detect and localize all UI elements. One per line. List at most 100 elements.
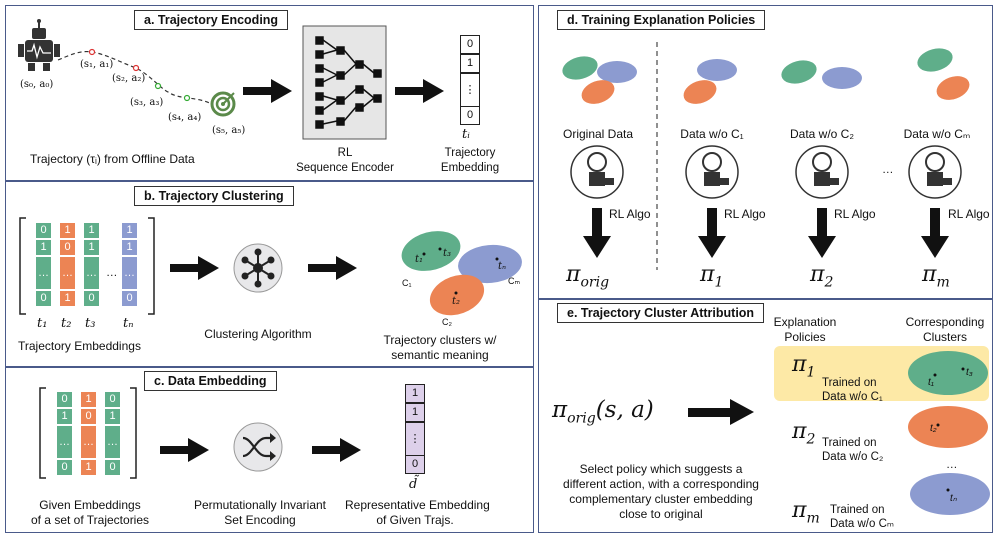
matrix-cell: 1 — [83, 239, 100, 256]
panel-d-title: d. Training Explanation Policies — [557, 10, 766, 30]
matrix-cell: 0 — [121, 290, 138, 307]
row-m-trained-1: Trained on — [830, 504, 885, 516]
matrix-cell: … — [59, 256, 76, 290]
caption-given-1: Given Embeddings — [39, 498, 141, 512]
matrix-cell: 0 — [80, 408, 97, 425]
down-arrow-3 — [808, 208, 836, 258]
rep-cell: 0 — [405, 455, 425, 474]
description-line-4: close to original — [619, 507, 703, 521]
matrix-cell: 1 — [121, 239, 138, 256]
matrix-cell: 1 — [35, 239, 52, 256]
header-policies-2: Policies — [784, 330, 826, 344]
encoder-label-1: RL — [337, 147, 353, 159]
matrix-cell: 0 — [83, 290, 100, 307]
header-clusters-2: Clusters — [922, 330, 967, 344]
rep-cell: 1 — [405, 384, 425, 403]
panel-training-explanation-policies — [538, 5, 993, 299]
col-label-wo-c2: Data w/o C₂ — [789, 127, 854, 141]
matrix-cell: 1 — [56, 408, 73, 425]
col-label-original: Original Data — [562, 127, 634, 141]
caption-embeddings: Trajectory Embeddings — [18, 339, 141, 353]
embed-cell: 1 — [460, 54, 480, 73]
rows-ellipsis: … — [946, 459, 958, 471]
state-label-5: (s₅, a₅) — [212, 125, 246, 136]
rl-robot-icon-4 — [908, 145, 962, 199]
target-icon — [210, 91, 236, 117]
matrix-cell: 0 — [35, 222, 52, 239]
panel-trajectory-encoding — [5, 5, 534, 181]
shuffle-icon — [233, 422, 283, 472]
caption-set-1: Permutationally Invariant — [193, 498, 327, 512]
caption-clusters-1: Trajectory clusters w/ — [383, 333, 497, 347]
matrix-cell: 1 — [104, 408, 121, 425]
matrix-cell: … — [104, 425, 121, 459]
robot-icon — [18, 19, 60, 71]
state-label-0: (s₀, a₀) — [20, 79, 54, 90]
row-2-trained-1: Trained on — [822, 437, 877, 449]
policy-m: πm — [922, 262, 950, 291]
panel-e-title: e. Trajectory Cluster Attribution — [557, 303, 765, 323]
point-label-t2: t₂ — [452, 296, 461, 307]
description-line-3: complementary cluster embedding — [569, 492, 753, 506]
panel-data-embedding — [5, 367, 534, 533]
cluster-e-label-c1: t₁ — [928, 377, 934, 388]
matrix-cell: 0 — [104, 391, 121, 408]
traj-label-t1: t₁ — [37, 316, 48, 331]
state-label-3: (s₃, a₃) — [130, 97, 164, 108]
cluster-label-c2: C₂ — [442, 317, 452, 327]
down-arrow-4 — [921, 208, 949, 258]
matrix-cell: 1 — [59, 290, 76, 307]
state-point-2 — [132, 64, 140, 72]
arrow-b2 — [308, 256, 357, 280]
traj-label-t3: t₃ — [85, 316, 96, 331]
row-policy-2: π2 — [792, 419, 816, 448]
row-policy-m: πm — [792, 498, 820, 527]
matrix-cell: 1 — [59, 222, 76, 239]
state-label-4: (s₄, a₄) — [168, 112, 202, 123]
rl-algo-label-3: RL Algo — [834, 207, 876, 221]
cluster-label-cm: Cₘ — [508, 276, 521, 286]
matrix-cell: … — [35, 256, 52, 290]
row-1-trained-2: Data w/o C₁ — [822, 391, 883, 403]
rep-symbol: d̃ — [409, 477, 418, 492]
panel-b-title: b. Trajectory Clustering — [134, 186, 294, 206]
trajectory-path — [57, 50, 213, 105]
embed-label-1: Trajectory — [444, 147, 496, 159]
matrix-cell: 0 — [35, 290, 52, 307]
matrix-cell: 0 — [56, 459, 73, 476]
caption-algo: Clustering Algorithm — [204, 327, 312, 341]
cluster-e-c1 — [908, 351, 988, 395]
caption-set-2: Set Encoding — [224, 513, 296, 527]
state-point-3 — [154, 82, 162, 90]
cluster-e-label-c2: t₂ — [930, 423, 937, 434]
arrow-c2 — [312, 438, 361, 462]
cluster-e-label-cm: tₙ — [950, 493, 957, 504]
cluster-e-cm — [910, 473, 990, 515]
arrow-a2 — [395, 79, 444, 103]
traj-label-tn: tₙ — [123, 316, 134, 331]
panel-c-title: c. Data Embedding — [144, 371, 277, 391]
traj-label-t2: t₂ — [61, 316, 72, 331]
matrix-cell: 1 — [80, 391, 97, 408]
down-arrow-2 — [698, 208, 726, 258]
cluster-c2 — [429, 274, 485, 316]
rl-robot-icon-1 — [570, 145, 624, 199]
matrix-cell: … — [80, 425, 97, 459]
col-label-wo-c1: Data w/o C₁ — [680, 127, 744, 141]
embed-cell: 0 — [460, 106, 480, 125]
cluster-label-c1: C₁ — [402, 278, 412, 288]
matrix-cell: 0 — [104, 459, 121, 476]
matrix-cell: 1 — [83, 222, 100, 239]
policy-2: π2 — [810, 262, 834, 291]
caption-clusters-2: semantic meaning — [391, 348, 489, 362]
matrix-cell: 1 — [80, 459, 97, 476]
matrix-cell: 1 — [121, 222, 138, 239]
point-label-t1: t₁ — [415, 254, 424, 265]
row-1-trained-1: Trained on — [822, 377, 877, 389]
cluster-e-c2 — [908, 406, 988, 448]
matrix-cell: … — [83, 256, 100, 290]
